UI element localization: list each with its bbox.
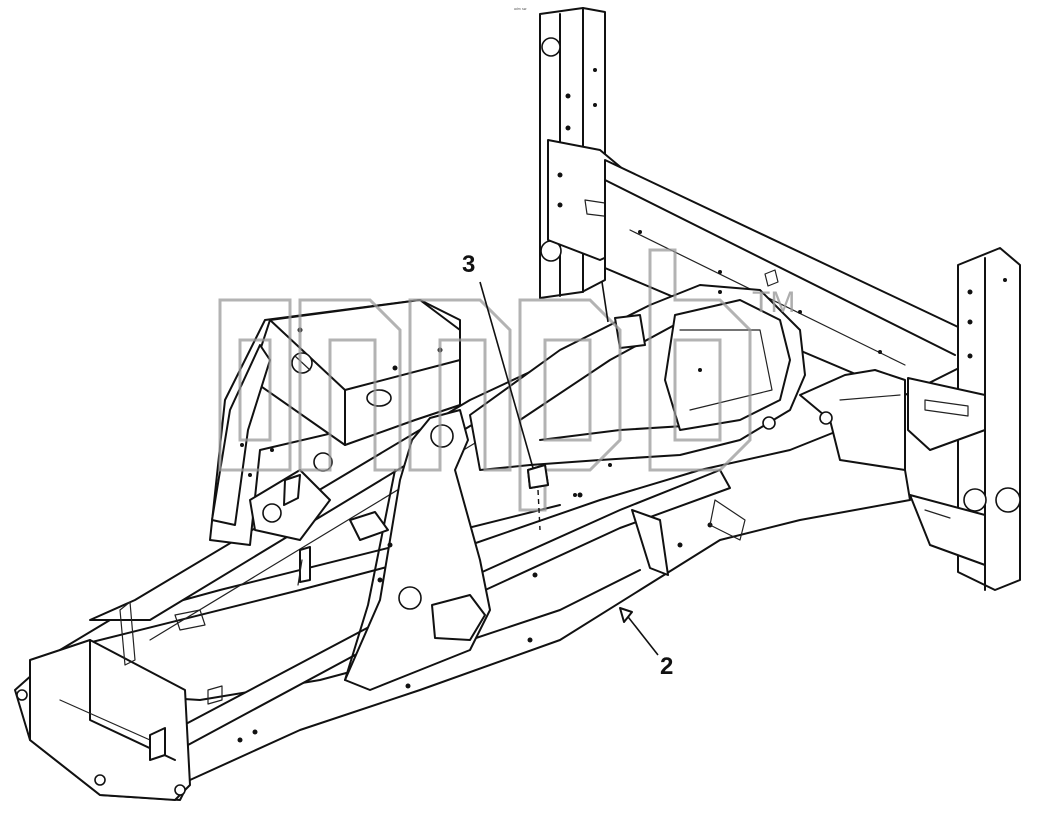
watermark: TM (218, 248, 795, 512)
callout-3: 3 (462, 251, 475, 278)
rear-cross-beam (604, 159, 976, 396)
callout-2-group: 2 (619, 607, 673, 680)
callout-2: 2 (660, 653, 673, 680)
callout-3-group: 3 (462, 251, 549, 531)
trademark-mark: TM (752, 286, 795, 319)
front-tower (209, 299, 491, 691)
rear-post-right (907, 247, 1021, 591)
post-drop-line (601, 281, 609, 323)
header-note: ᵃᵈᵐ ˢᵉʳ (514, 7, 528, 13)
